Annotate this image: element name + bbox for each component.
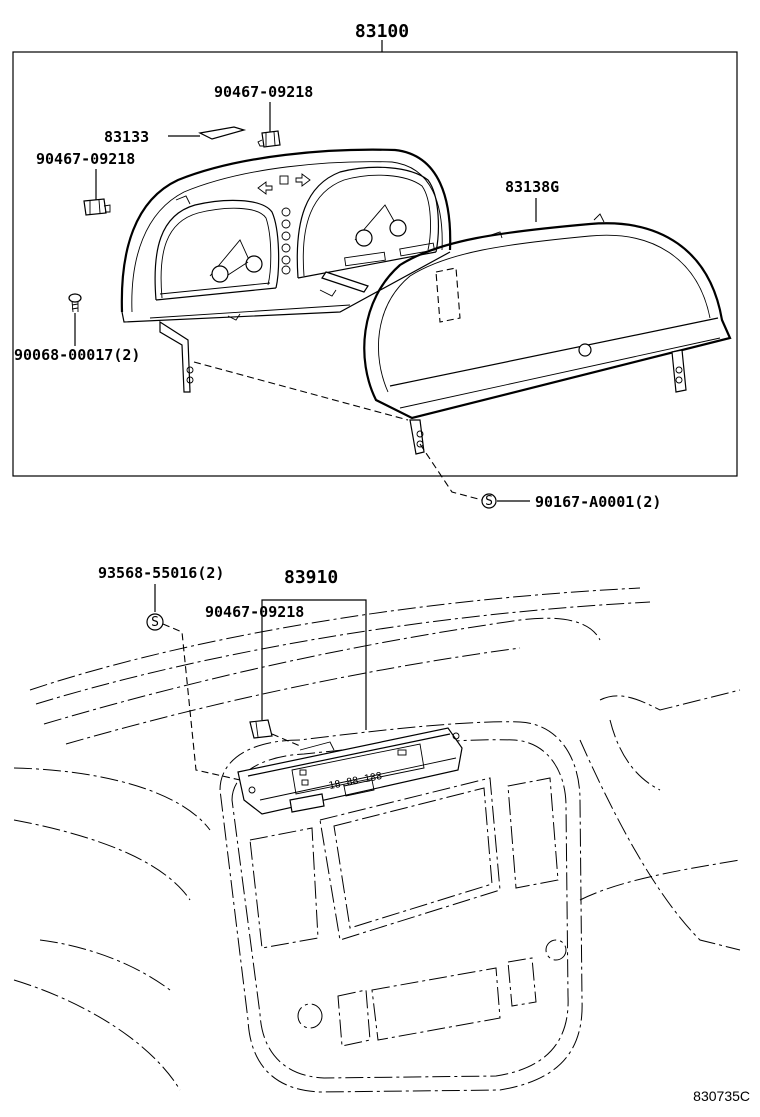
dashboard-outline [13, 587, 741, 1093]
figure-code: 830735C [693, 1088, 750, 1104]
label-clock-screw: 93568-55016(2) [98, 564, 224, 582]
screw-part [68, 293, 82, 313]
label-clock-clip: 90467-09218 [205, 603, 304, 621]
label-clip-upper: 90467-09218 [214, 83, 313, 101]
assembly-box [12, 40, 738, 477]
s-mark-clock: S [146, 613, 164, 631]
label-screw: 90068-00017(2) [14, 346, 140, 364]
plate-part [198, 126, 247, 140]
clock-unit: 18.88 188 [237, 727, 463, 815]
svg-text:S: S [151, 615, 159, 630]
meter-cluster [120, 148, 452, 393]
clock-clip-part [249, 719, 273, 739]
label-assembly-83100: 83100 [355, 21, 409, 42]
label-clock: 83910 [284, 567, 338, 588]
label-screw-s: 90167-A0001(2) [535, 493, 661, 511]
label-plate: 83133 [104, 128, 149, 146]
clip-upper-part [257, 130, 281, 148]
clip-left-part [83, 198, 111, 216]
label-glass: 83138G [505, 178, 559, 196]
glass-cover [363, 213, 732, 455]
svg-text:S: S [485, 494, 493, 509]
s-mark-screw: S [481, 493, 497, 509]
label-clip-left: 90467-09218 [36, 150, 135, 168]
